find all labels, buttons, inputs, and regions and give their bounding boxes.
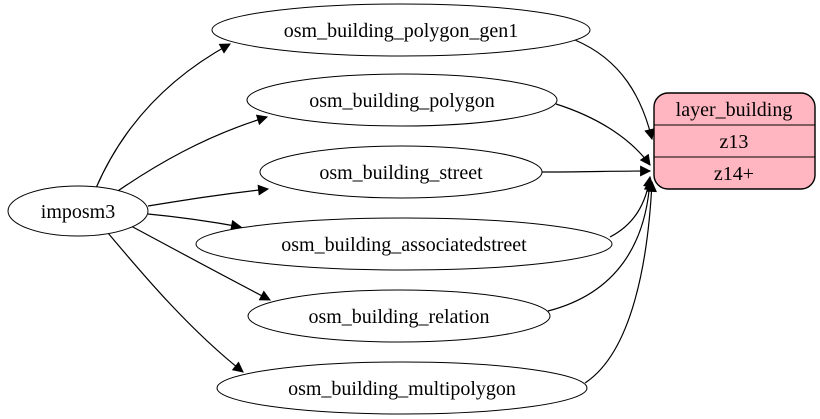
node-osm_building_street: osm_building_street	[259, 145, 543, 199]
edge-imposm3-osm_building_polygon	[111, 114, 269, 196]
node-osm_building_associatedstreet: osm_building_associatedstreet	[195, 217, 613, 271]
node-osm_building_polygon_gen1: osm_building_polygon_gen1	[211, 3, 591, 57]
edge-imposm3-osm_building_street	[147, 184, 270, 207]
osm_building_associatedstreet-label: osm_building_associatedstreet	[281, 234, 527, 256]
osm_building_street-ellipse	[259, 145, 543, 199]
edge-osm_building_relation-layer_building-z14	[547, 178, 655, 312]
osm_building_polygon_gen1-ellipse	[211, 3, 591, 57]
edge-imposm3-osm_building_multipolygon	[107, 232, 244, 373]
layer_building-box	[653, 92, 816, 190]
layer_building-title: layer_building	[676, 99, 793, 121]
edge-osm_building_polygon-layer_building-z14	[555, 103, 651, 166]
osm_building_polygon-ellipse	[246, 73, 558, 127]
layer_building-row-z13: z13	[720, 131, 749, 153]
edge-osm_building_multipolygon-layer_building-z14	[584, 180, 657, 384]
edge-osm_building_polygon_gen1-layer_building-z13	[574, 39, 655, 141]
edge-osm_building_street-layer_building-z14	[541, 165, 652, 177]
imposm3-ellipse	[7, 185, 149, 237]
edge-osm_building_associatedstreet-layer_building-z14	[609, 175, 654, 238]
edge-imposm3-osm_building_polygon_gen1	[95, 43, 231, 189]
osm_building_polygon-label: osm_building_polygon	[309, 90, 495, 112]
node-imposm3: imposm3	[7, 185, 149, 237]
edge-imposm3-osm_building_associatedstreet	[147, 213, 243, 231]
node-layer_building: layer_building z13 z14+	[653, 92, 816, 190]
osm_building_polygon_gen1-label: osm_building_polygon_gen1	[284, 20, 518, 42]
node-osm_building_multipolygon: osm_building_multipolygon	[216, 361, 588, 415]
node-osm_building_polygon: osm_building_polygon	[246, 73, 558, 127]
osm_building_street-label: osm_building_street	[319, 162, 483, 184]
osm_building_multipolygon-label: osm_building_multipolygon	[288, 378, 516, 400]
osm_building_associatedstreet-ellipse	[195, 217, 613, 271]
edge-imposm3-osm_building_relation	[130, 225, 271, 301]
osm_building_relation-ellipse	[247, 289, 551, 343]
osm_building_relation-label: osm_building_relation	[308, 306, 489, 328]
imposm3-label: imposm3	[41, 201, 115, 223]
node-osm_building_relation: osm_building_relation	[247, 289, 551, 343]
layer_building-row-z14plus: z14+	[714, 163, 754, 185]
osm_building_multipolygon-ellipse	[216, 361, 588, 415]
